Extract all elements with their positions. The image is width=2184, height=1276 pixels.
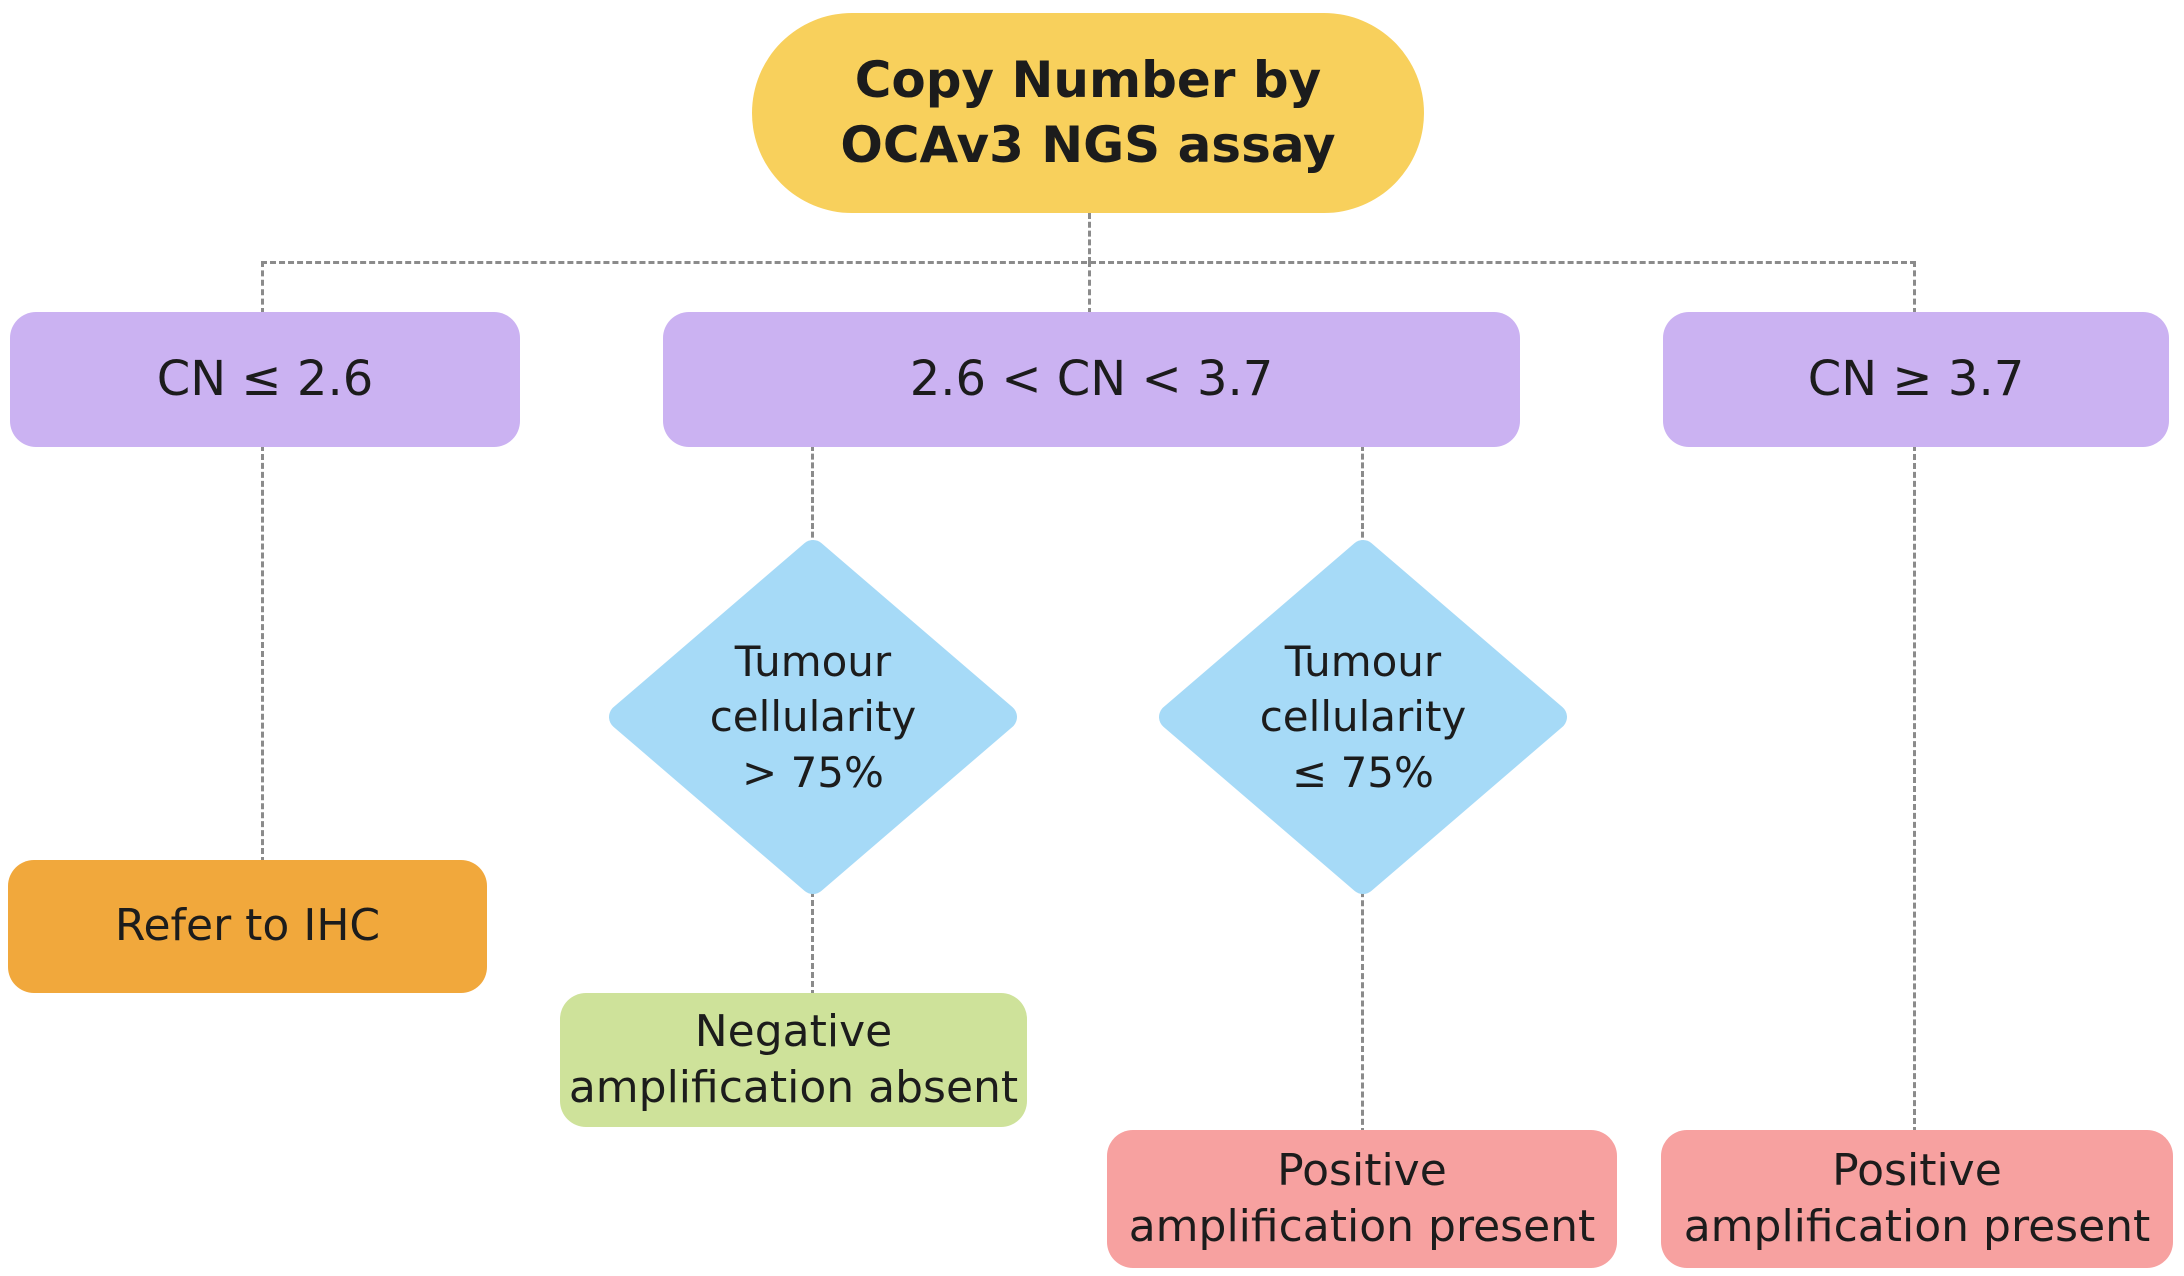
connector-split-to-cn-mid [1088,261,1091,314]
connector-split-to-cn-high [1913,261,1916,314]
outcome-refer-ihc-label: Refer to IHC [114,900,381,952]
outcome-node-negative: Negative amplification absent [560,993,1027,1127]
outcome-positive-right-label: Positive amplification present [1683,1144,2151,1252]
outcome-negative-label: Negative amplification absent [568,1005,1019,1113]
branch-cn-low-label: CN ≤ 2.6 [156,350,374,407]
branch-node-cn-high: CN ≥ 3.7 [1663,312,2169,447]
start-node: Copy Number by OCAv3 NGS assay [752,13,1424,213]
connector-cn-mid-to-decision1 [811,445,814,555]
connector-decision2-to-positive [1361,882,1364,1134]
decision-node-cellularity-low: Tumour cellularity ≤ 75% [1158,539,1568,895]
branch-node-cn-mid: 2.6 < CN < 3.7 [663,312,1520,447]
connector-decision1-to-negative [811,882,814,996]
diamond-shape-icon [1159,540,1567,894]
connector-split-to-cn-low [261,261,264,314]
branch-node-cn-low: CN ≤ 2.6 [10,312,520,447]
connector-cn-high-to-positive [1913,445,1916,1133]
branch-cn-high-label: CN ≥ 3.7 [1807,350,2025,407]
outcome-node-positive-right: Positive amplification present [1661,1130,2173,1268]
decision-node-cellularity-high: Tumour cellularity > 75% [608,539,1018,895]
connector-cn-low-to-ihc [261,445,264,863]
branch-cn-mid-label: 2.6 < CN < 3.7 [909,350,1274,407]
outcome-positive-mid-label: Positive amplification present [1128,1144,1596,1252]
start-node-label: Copy Number by OCAv3 NGS assay [840,51,1336,174]
decision-cellularity-low-label: Tumour cellularity ≤ 75% [1259,636,1467,797]
outcome-node-refer-ihc: Refer to IHC [8,860,487,993]
outcome-node-positive-mid: Positive amplification present [1107,1130,1617,1268]
decision-cellularity-high-label: Tumour cellularity > 75% [709,636,917,797]
connector-cn-mid-to-decision2 [1361,445,1364,555]
connector-start-to-split [1088,213,1091,263]
diamond-shape-icon [609,540,1017,894]
